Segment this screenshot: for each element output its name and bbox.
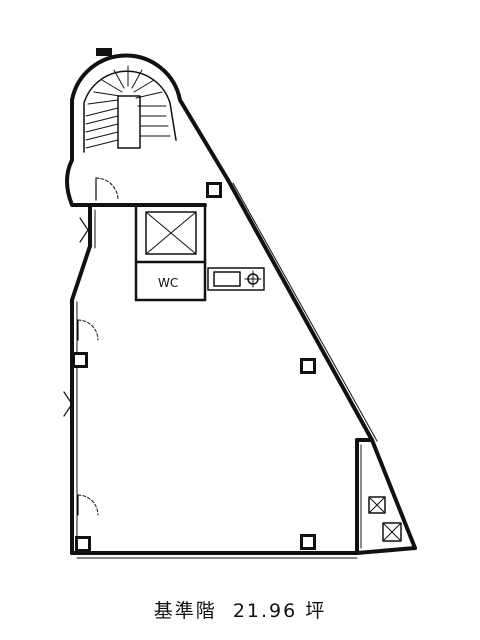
kitchenette bbox=[207, 267, 265, 291]
floor-label: 基準階 bbox=[153, 600, 217, 622]
pipe-shafts bbox=[368, 496, 402, 542]
column-cores bbox=[75, 185, 313, 549]
area-unit: 坪 bbox=[305, 600, 327, 622]
outer-wall bbox=[70, 178, 417, 555]
columns bbox=[72, 182, 316, 552]
elevator-shaft bbox=[145, 211, 197, 255]
floor-plan: WC bbox=[63, 48, 417, 559]
core-walls bbox=[134, 203, 207, 302]
doors bbox=[77, 177, 119, 516]
window-lines bbox=[76, 182, 378, 559]
plan-caption: 基準階 21.96 坪 bbox=[0, 596, 480, 623]
area-value: 21.96 bbox=[232, 600, 298, 622]
entry-bump bbox=[65, 158, 92, 207]
wc-label: WC bbox=[158, 276, 178, 290]
door-leaves bbox=[63, 177, 97, 516]
stair-tower bbox=[70, 48, 230, 182]
